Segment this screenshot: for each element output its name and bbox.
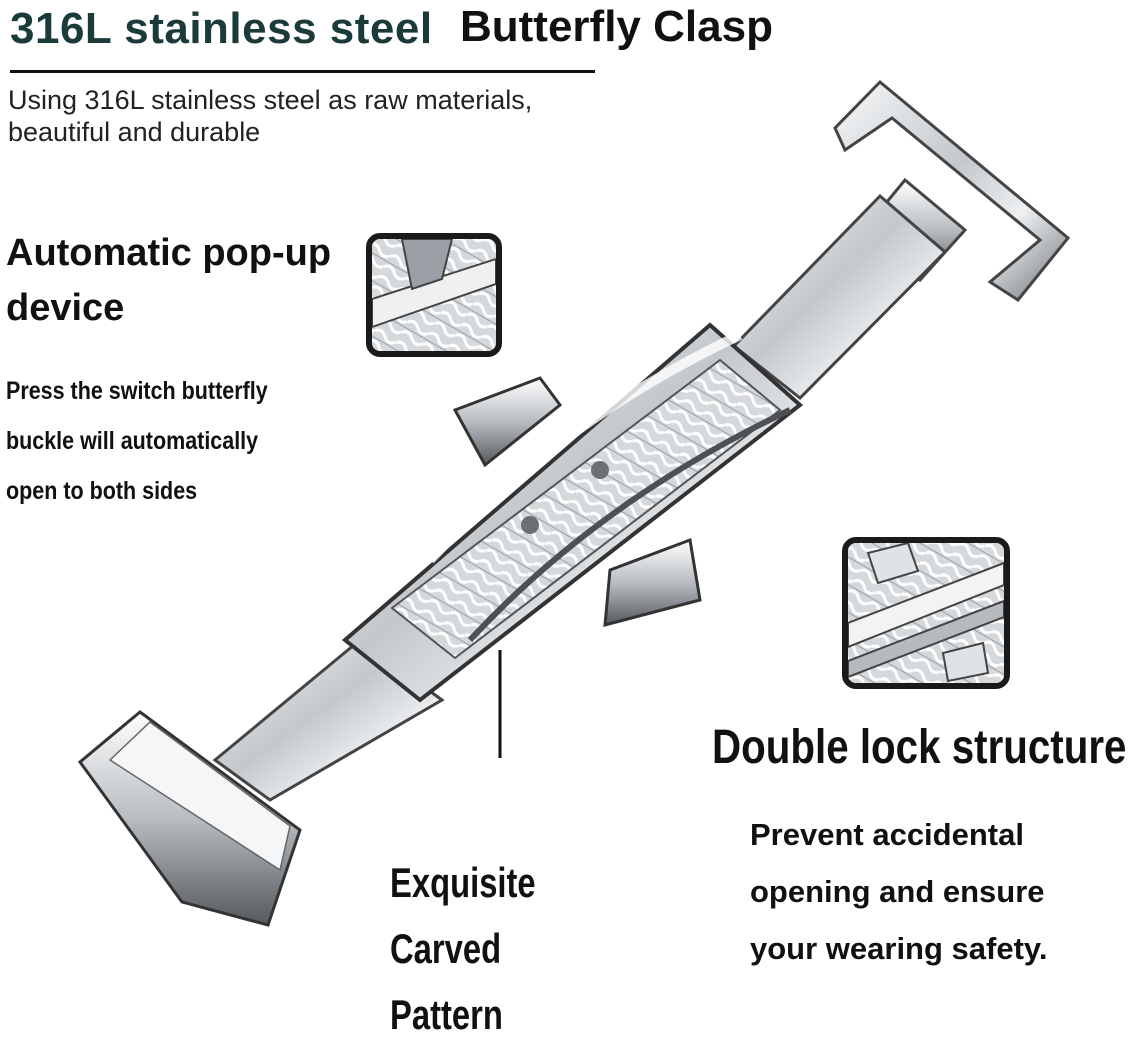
lock-feature-description: Prevent accidental opening and ensure yo… [750,806,1145,977]
popup-desc-line: Press the switch butterfly [6,377,268,405]
release-button-bottom [603,537,702,627]
popup-title-line: device [6,287,125,329]
popup-desc-line: open to both sides [6,477,198,505]
lower-t-end [77,710,302,927]
popup-feature-description: Press the switch butterfly buckle will a… [6,366,307,516]
material-heading: 316L stainless steel [10,4,433,53]
lock-desc-line: your wearing safety. [750,931,1048,966]
subtitle-line: Using 316L stainless steel as raw materi… [8,85,533,115]
popup-feature-title: Automatic pop-up device [6,226,366,336]
subtitle-line: beautiful and durable [8,117,261,147]
carved-line: Exquisite Carved [390,859,536,972]
lock-feature-title: Double lock structure [712,721,1127,774]
double-lock-detail-inset [842,537,1010,689]
release-button-top [452,376,563,468]
popup-desc-line: buckle will automatically [6,427,259,455]
popup-title-line: Automatic pop-up [6,232,332,274]
header-subtitle: Using 316L stainless steel as raw materi… [8,84,648,148]
clasp-body [341,322,804,703]
popup-detail-inset [366,233,502,357]
header-divider [10,70,595,73]
upper-strap [731,193,948,401]
lock-desc-line: opening and ensure [750,874,1045,909]
lock-desc-line: Prevent accidental [750,817,1024,852]
product-heading: Butterfly Clasp [460,2,773,51]
double-lock-detail-image [848,543,1004,683]
carved-line: Pattern [390,991,503,1038]
carved-pattern-callout: Exquisite Carved Pattern [390,850,655,1048]
butterfly-clasp-illustration [77,79,1071,927]
popup-detail-image [372,239,496,351]
